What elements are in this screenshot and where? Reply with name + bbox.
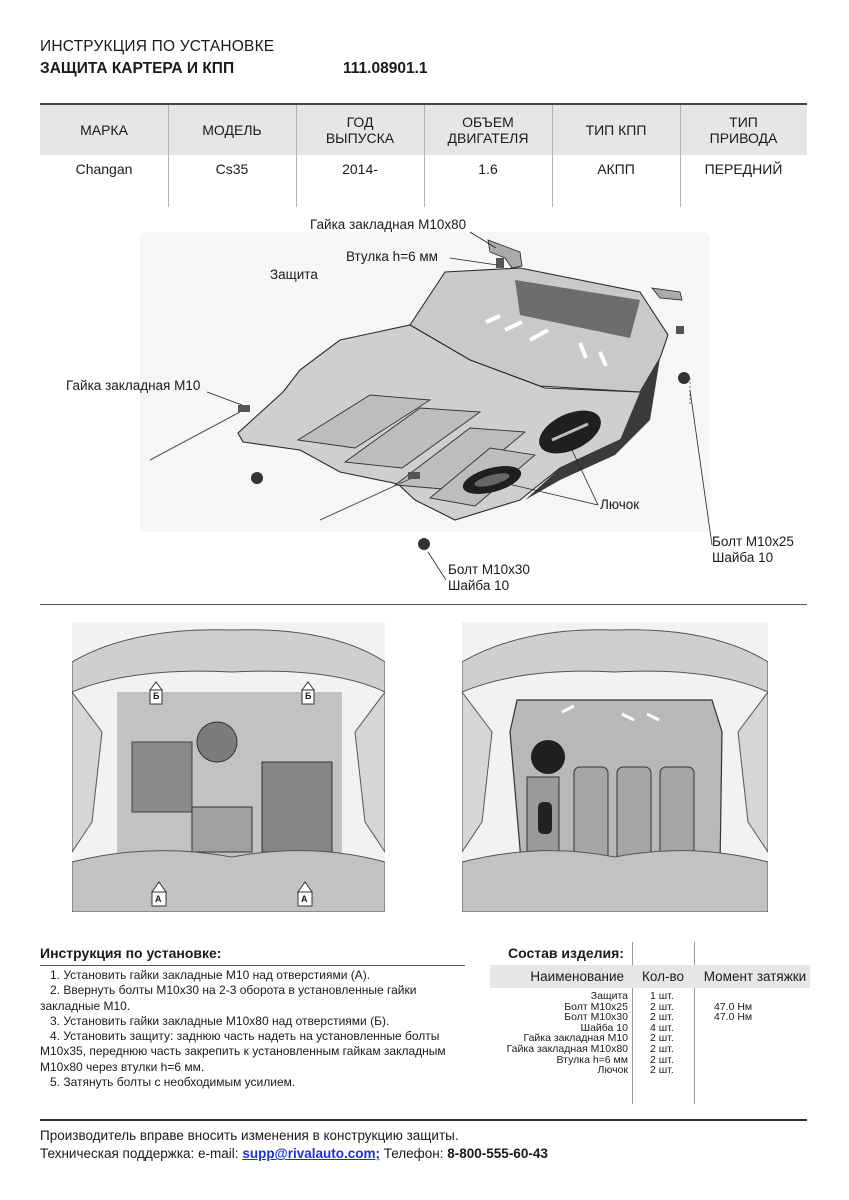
footer-disclaimer: Производитель вправе вносить изменения в…: [40, 1128, 459, 1143]
spec-value-drive: ПЕРЕДНИЙ: [704, 161, 783, 177]
parts-col-divider-2: [694, 942, 695, 1104]
part-qty: 2 шт.: [650, 1064, 674, 1077]
parts-row: Гайка закладная М10х80 2 шт.: [490, 1044, 810, 1055]
parts-row: Втулка h=6 мм 2 шт.: [490, 1053, 810, 1066]
part-qty: 2 шт.: [650, 1032, 674, 1045]
parts-row: Болт М10х30 2 шт. 47.0 Нм: [490, 1012, 810, 1023]
part-qty: 1 шт.: [650, 990, 674, 1002]
part-name: Втулка h=6 мм: [556, 1053, 628, 1066]
section-divider: [40, 604, 807, 605]
parts-header-torque: Момент затяжки: [703, 969, 807, 984]
callout-shield: Защита: [270, 267, 318, 282]
parts-list: Защита 1 шт. Болт М10х25 2 шт. 47.0 Нм Болт…: [490, 991, 810, 1076]
spec-value-brand: Changan: [75, 161, 133, 177]
phone-label: Телефон:: [380, 1146, 448, 1161]
photo-before-installation: Б Б А А: [71, 622, 386, 913]
callout-washer-bottom: Шайба 10: [448, 578, 510, 593]
spec-header-brand: МАРКА: [80, 122, 128, 138]
parts-row: Лючок 2 шт.: [490, 1065, 810, 1076]
callout-hatch: Лючок: [600, 497, 640, 512]
callout-bolt-m10x30: Болт М10х30: [448, 562, 530, 577]
spec-value-gearbox: АКПП: [597, 161, 635, 177]
spec-header-drive: ТИП ПРИВОДА: [709, 114, 778, 146]
support-phone: 8-800-555-60-43: [447, 1146, 548, 1161]
instruction-step: 4. Установить защиту: заднюю часть надет…: [40, 1029, 446, 1074]
callout-nut-m10x80: Гайка закладная М10х80: [310, 217, 467, 232]
parts-title: Состав изделия:: [508, 945, 624, 961]
spec-header-gearbox: ТИП КПП: [585, 122, 647, 138]
product-name: ЗАЩИТА КАРТЕРА И КПП: [40, 60, 235, 77]
part-qty: 2 шт.: [650, 1000, 674, 1013]
product-code: 111.08901.1: [343, 60, 428, 77]
parts-row: Болт М10х25 2 шт. 47.0 Нм: [490, 1000, 810, 1013]
part-name: Гайка закладная М10х80: [506, 1042, 628, 1055]
instructions-underline: [40, 965, 465, 966]
callout-washer-right: Шайба 10: [712, 550, 774, 565]
parts-row: Шайба 10 4 шт.: [490, 1023, 810, 1034]
vehicle-specs-table: МАРКА МОДЕЛЬ ГОД ВЫПУСКА ОБЪЕМ ДВИГАТЕЛЯ…: [40, 103, 807, 207]
part-name: Болт М10х30: [564, 1011, 628, 1024]
footer-support: Техническая поддержка: e-mail: supp@riva…: [40, 1146, 548, 1161]
spec-value-engine: 1.6: [478, 161, 498, 177]
instruction-step: 3. Установить гайки закладные М10х80 над…: [50, 1013, 390, 1028]
spec-value-year: 2014-: [342, 161, 378, 177]
part-name: Лючок: [597, 1064, 628, 1077]
callout-bolt-m10x25: Болт М10х25: [712, 534, 794, 549]
parts-header-qty: Кол-во: [642, 969, 684, 984]
marker-b-left: Б: [153, 691, 160, 701]
parts-row: Защита 1 шт.: [490, 991, 810, 1002]
spec-value-model: Cs35: [215, 161, 249, 177]
marker-a-right: А: [301, 894, 308, 904]
part-name: Шайба 10: [580, 1021, 628, 1034]
instruction-step: 5. Затянуть болты с необходимым усилием.: [50, 1075, 296, 1090]
parts-col-divider-1: [632, 942, 633, 1104]
spec-header-engine: ОБЪЕМ ДВИГАТЕЛЯ: [447, 114, 529, 146]
support-email-link[interactable]: supp@rivalauto.com;: [242, 1146, 380, 1161]
part-torque: [698, 1033, 714, 1044]
part-qty: 2 шт.: [650, 1042, 674, 1055]
part-torque: [698, 1044, 714, 1055]
parts-row: Гайка закладная М10 2 шт.: [490, 1033, 810, 1044]
parts-header-row: [490, 965, 810, 988]
part-qty: 4 шт.: [650, 1021, 674, 1034]
support-label: Техническая поддержка: e-mail:: [40, 1146, 243, 1161]
instruction-step: 1. Установить гайки закладные М10 над от…: [50, 968, 371, 982]
parts-header-name: Наименование: [530, 969, 624, 984]
assembly-diagram: [140, 231, 713, 581]
marker-a-left: А: [155, 894, 162, 904]
part-torque: 47.0 Нм: [714, 1000, 753, 1013]
marker-b-right: Б: [305, 691, 312, 701]
document-title: ИНСТРУКЦИЯ ПО УСТАНОВКЕ: [40, 38, 275, 55]
footer-divider: [40, 1119, 807, 1121]
photo-after-installation: [461, 622, 769, 913]
spec-header-year: ГОД ВЫПУСКА: [325, 114, 395, 146]
part-torque: 47.0 Нм: [714, 1011, 753, 1024]
part-name: Гайка закладная М10: [523, 1032, 628, 1045]
instructions-list: 1. Установить гайки закладные М10 над от…: [40, 968, 470, 1090]
part-qty: 2 шт.: [650, 1011, 674, 1024]
part-torque: [698, 991, 714, 1002]
spec-header-model: МОДЕЛЬ: [202, 122, 262, 138]
instruction-step: 2. Ввернуть болты М10х30 на 2-3 оборота …: [40, 983, 417, 1013]
part-torque: [698, 1065, 714, 1076]
callout-bushing: Втулка h=6 мм: [346, 249, 438, 264]
part-torque: [698, 1023, 714, 1034]
part-name: Болт М10х25: [564, 1000, 628, 1013]
part-torque: [698, 1055, 714, 1066]
part-name: Защита: [590, 990, 628, 1002]
part-qty: 2 шт.: [650, 1053, 674, 1066]
callout-nut-m10: Гайка закладная М10: [66, 378, 201, 393]
instructions-title: Инструкция по установке:: [40, 945, 222, 961]
